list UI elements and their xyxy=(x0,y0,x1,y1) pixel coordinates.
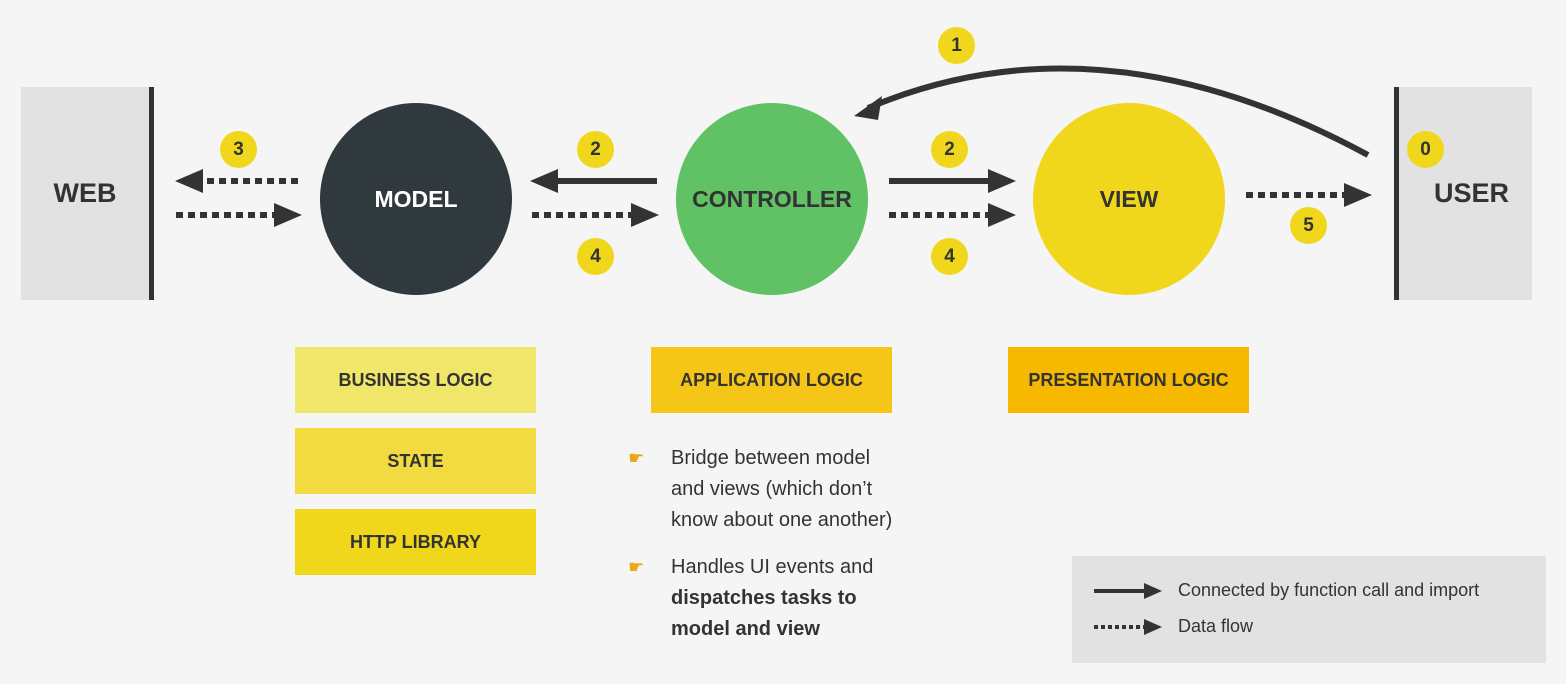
view-node: VIEW xyxy=(1033,103,1225,295)
step-badge-1: 1 xyxy=(938,27,975,64)
http-library-label: HTTP LIBRARY xyxy=(349,531,481,552)
solid-arrow-icon xyxy=(1094,582,1162,599)
legend: Connected by function call and import Da… xyxy=(1072,556,1546,663)
web-label: WEB xyxy=(53,178,117,208)
arrow-view-to-user-data-head xyxy=(1344,183,1372,207)
note-bridge: Bridge between model and views (which do… xyxy=(671,447,893,531)
legend-dotted-label: Data flow xyxy=(1178,616,1254,636)
note-handles: Handles UI events and dispatches tasks t… xyxy=(671,556,874,640)
user-label: USER xyxy=(1433,178,1509,208)
arrow-user-to-controller-head xyxy=(854,96,882,120)
step-badge-4-view: 4 xyxy=(931,238,968,275)
pointing-hand-icon: ☛ xyxy=(628,557,645,577)
view-label: VIEW xyxy=(1099,185,1159,212)
step-badge-3: 3 xyxy=(220,131,257,168)
step-badge-2-model: 2 xyxy=(577,131,614,168)
controller-notes: ☛ Bridge between model and views (which … xyxy=(628,443,948,661)
arrow-user-to-controller xyxy=(866,65,1370,158)
arrow-controller-to-model-head xyxy=(530,169,558,193)
user-box: USER xyxy=(1394,87,1532,300)
list-item: ☛ Bridge between model and views (which … xyxy=(628,443,948,536)
arrow-web-to-model-data-head xyxy=(274,203,302,227)
state-label: STATE xyxy=(387,450,444,471)
step-badge-5: 5 xyxy=(1290,207,1327,244)
list-item: ☛ Handles UI events and dispatches tasks… xyxy=(628,552,948,645)
business-logic-box: BUSINESS LOGIC xyxy=(295,347,536,413)
step-badge-4-model: 4 xyxy=(577,238,614,275)
http-library-box: HTTP LIBRARY xyxy=(295,509,536,575)
business-logic-label: BUSINESS LOGIC xyxy=(338,369,493,390)
application-logic-label: APPLICATION LOGIC xyxy=(680,369,863,390)
presentation-logic-box: PRESENTATION LOGIC xyxy=(1008,347,1249,413)
step-badge-2-view: 2 xyxy=(931,131,968,168)
step-badge-0: 0 xyxy=(1407,131,1444,168)
legend-solid: Connected by function call and import xyxy=(1094,580,1479,601)
state-box: STATE xyxy=(295,428,536,494)
arrow-controller-to-view-data-head xyxy=(988,203,1016,227)
pointing-hand-icon: ☛ xyxy=(628,448,645,468)
application-logic-box: APPLICATION LOGIC xyxy=(651,347,892,413)
arrow-model-to-web-data-head xyxy=(175,169,203,193)
web-box: WEB xyxy=(21,87,154,300)
arrow-model-to-controller-data-head xyxy=(631,203,659,227)
model-node: MODEL xyxy=(320,103,512,295)
dotted-arrow-icon xyxy=(1094,618,1162,635)
controller-label: CONTROLLER xyxy=(692,185,852,212)
presentation-logic-label: PRESENTATION LOGIC xyxy=(1028,369,1229,390)
controller-node: CONTROLLER xyxy=(676,103,868,295)
arrow-controller-to-view-head xyxy=(988,169,1016,193)
legend-solid-label: Connected by function call and import xyxy=(1178,580,1480,600)
model-label: MODEL xyxy=(374,185,458,212)
legend-dotted: Data flow xyxy=(1094,616,1253,637)
